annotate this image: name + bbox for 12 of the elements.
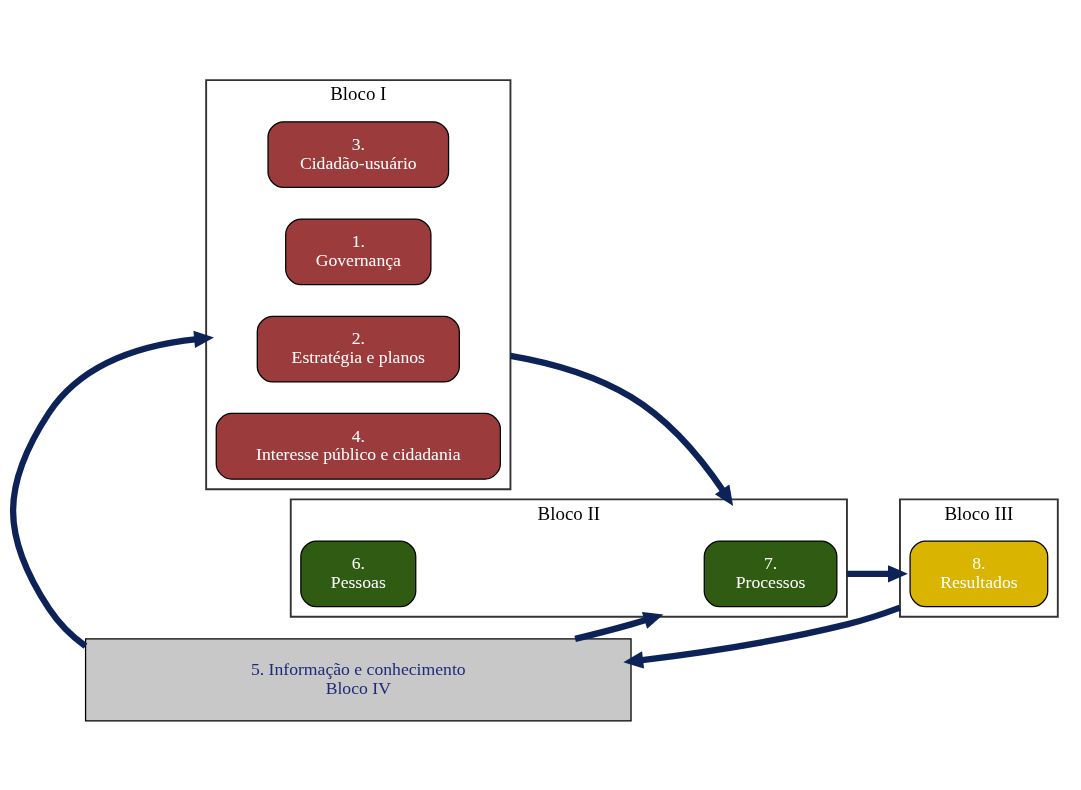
- node-box: 3. Cidadão-usuário: [267, 120, 450, 188]
- node-box: 7. Processos: [703, 539, 838, 607]
- arrow: [623, 604, 902, 669]
- arrow: [10, 330, 214, 649]
- node-box: 4. Interesse público e cidadania: [215, 412, 501, 480]
- node-box: 1. Governança: [285, 217, 432, 285]
- arrow: [846, 564, 908, 583]
- node-box: 6. Pessoas: [300, 539, 417, 607]
- node-box: 8. Resultados: [909, 539, 1049, 607]
- node-box: 5. Informação e conhecimento Bloco IV: [84, 637, 632, 722]
- node-box: 2. Estratégia e planos: [256, 315, 460, 383]
- arrow: [509, 352, 734, 506]
